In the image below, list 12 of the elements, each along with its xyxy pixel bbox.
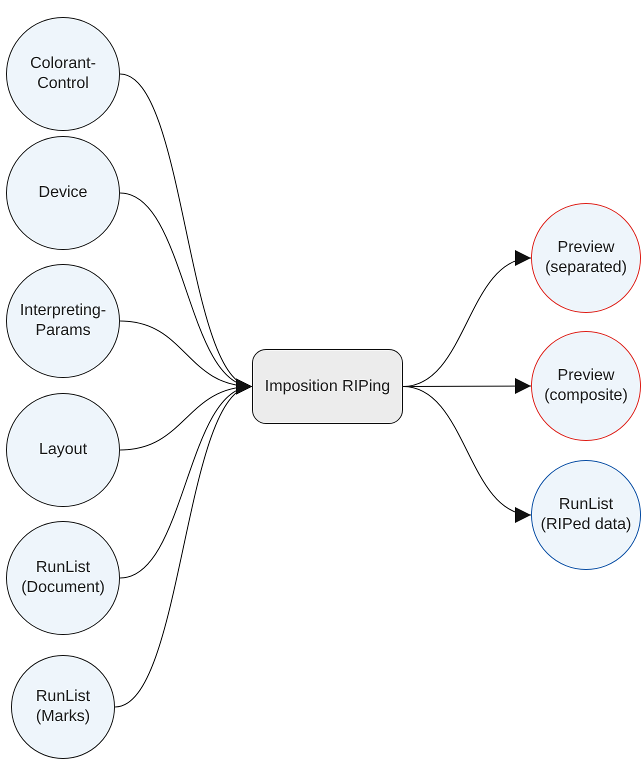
node-label: Layout	[38, 440, 88, 460]
process-box	[252, 349, 403, 424]
node-label: RunList (RIPed data)	[540, 495, 632, 535]
node-label: RunList (Document)	[20, 558, 106, 598]
node-label: Device	[38, 183, 88, 203]
arrow	[402, 386, 532, 520]
node-label: Colorant-Control	[29, 54, 97, 94]
node-label: Preview (composite)	[543, 366, 629, 406]
node-label: Interpreting-Params	[18, 301, 108, 341]
node-label: RunList (Marks)	[34, 687, 92, 727]
node-label: Imposition RIPing	[264, 376, 390, 396]
node-label: Preview (separated)	[544, 238, 628, 278]
